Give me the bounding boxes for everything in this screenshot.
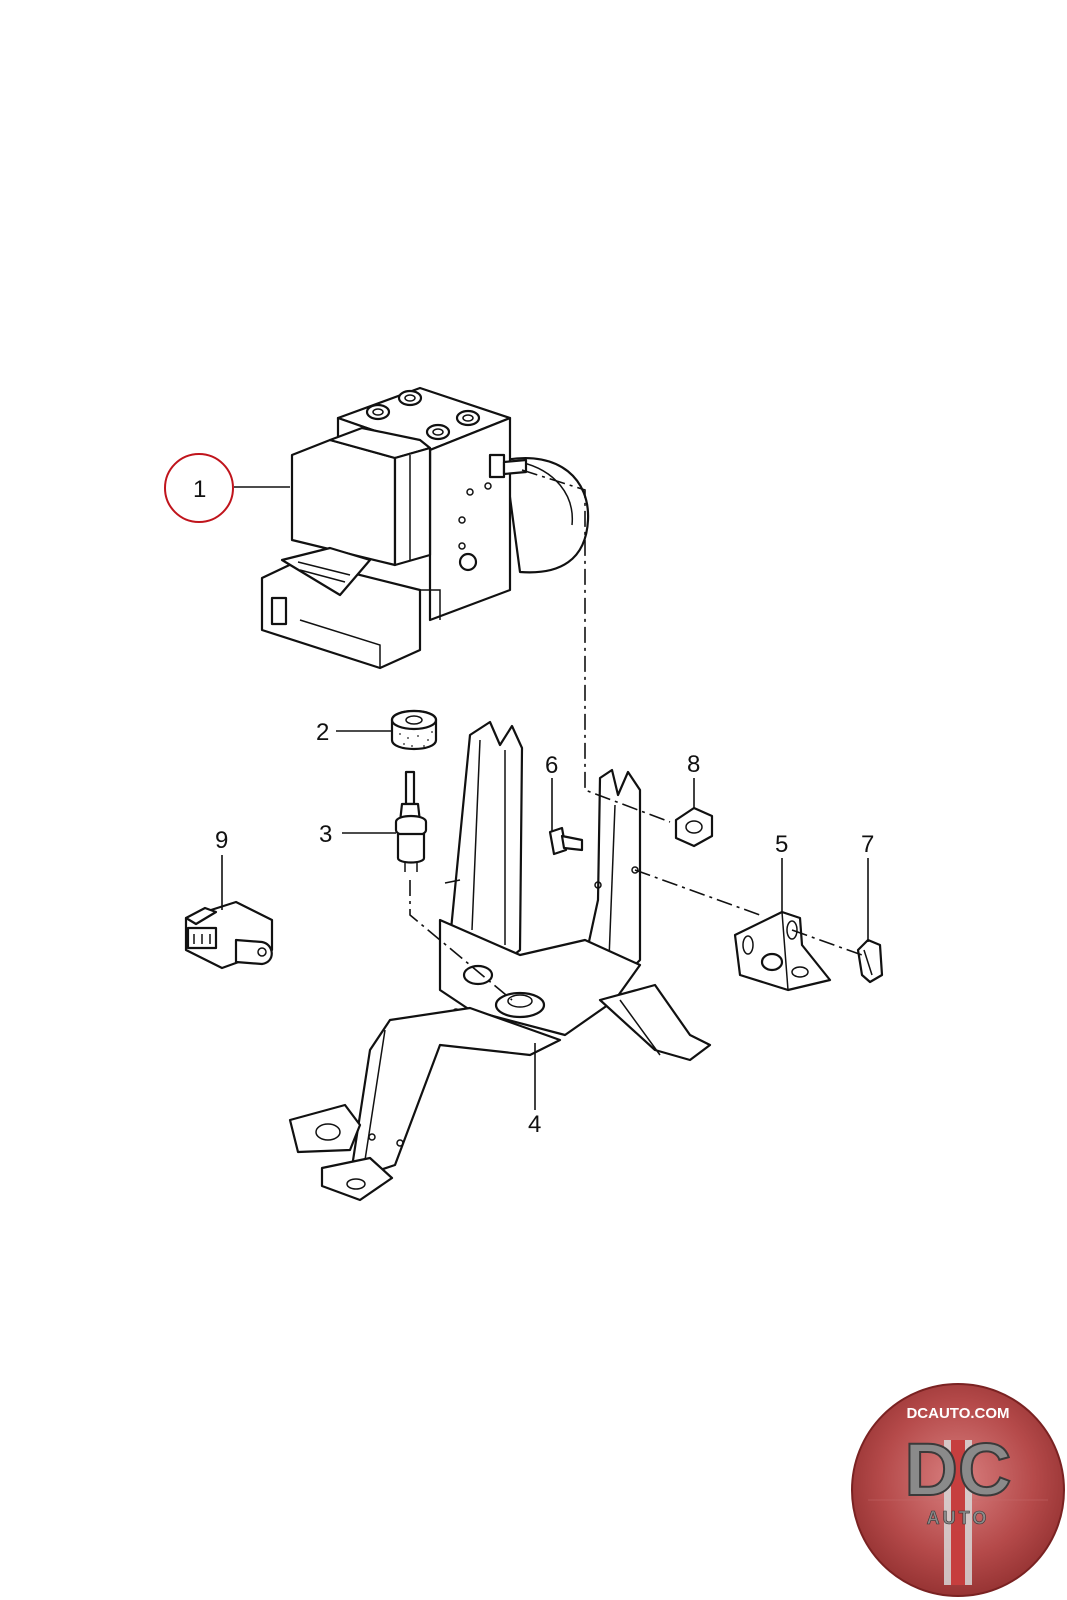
callouts: 1 2 3 4 5 6 7 8 9: [164, 453, 874, 1138]
leader-lines: [221, 486, 869, 942]
bolt: [548, 826, 584, 856]
callout-1[interactable]: 1: [193, 476, 206, 503]
logo-sub-text: AUTO: [927, 1508, 990, 1528]
callout-4[interactable]: 4: [528, 1111, 541, 1138]
callout-6[interactable]: 6: [545, 752, 558, 779]
callout-2[interactable]: 2: [316, 719, 329, 746]
nut: [674, 806, 714, 848]
logo-top-text: DCAUTO.COM: [906, 1405, 1009, 1422]
rubber-grommet: [390, 709, 438, 750]
callout-5[interactable]: 5: [775, 831, 788, 858]
callout-3[interactable]: 3: [319, 821, 332, 848]
logo-main-text: DC: [905, 1428, 1012, 1511]
callout-8[interactable]: 8: [687, 751, 700, 778]
rubber-mount-stud: [394, 770, 428, 872]
abs-hydraulic-unit: [260, 386, 590, 670]
spring-clip: [856, 938, 884, 984]
assembly-lines: [409, 469, 863, 1001]
mounting-bracket: [288, 720, 712, 1202]
angle-bracket: [733, 910, 832, 992]
callout-9[interactable]: 9: [215, 827, 228, 854]
dcauto-logo-badge: DCAUTO.COM DC AUTO: [851, 1383, 1065, 1597]
callout-1-highlight-circle: [164, 453, 234, 523]
valve-ports: [365, 389, 481, 441]
callout-7[interactable]: 7: [861, 831, 874, 858]
sensor-connector: [184, 900, 274, 970]
